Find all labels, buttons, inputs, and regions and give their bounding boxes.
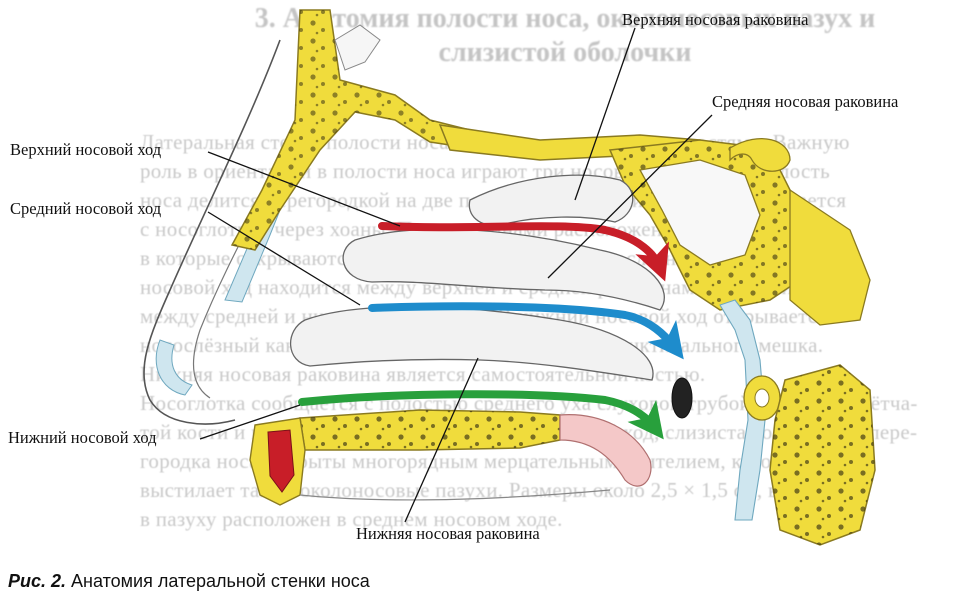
figure-caption: Рис. 2. Анатомия латеральной стенки носа — [8, 571, 370, 592]
label-inferior-concha: Нижняя носовая раковина — [356, 524, 540, 544]
label-middle-meatus: Средний носовой ход — [10, 199, 161, 219]
clivus — [790, 190, 870, 325]
label-superior-concha: Верхняя носовая раковина — [622, 10, 808, 30]
soft-palate — [560, 415, 651, 486]
caption-text: Анатомия латеральной стенки носа — [71, 571, 370, 591]
oral-cavity-line — [300, 490, 610, 500]
label-middle-concha: Средняя носовая раковина — [712, 92, 898, 112]
middle-concha — [343, 229, 664, 310]
inferior-concha — [291, 307, 653, 380]
atlas-arch-hole — [755, 389, 769, 407]
label-inferior-meatus: Нижний носовой ход — [8, 428, 157, 448]
caption-prefix: Рис. 2. — [8, 571, 66, 591]
label-superior-meatus: Верхний носовой ход — [10, 140, 161, 160]
eustachian-tube-opening — [672, 378, 692, 418]
crista-galli — [335, 25, 380, 70]
cervical-vertebra-pattern — [770, 365, 875, 545]
nostril-cartilage — [156, 340, 192, 395]
hard-palate-pattern — [300, 410, 560, 450]
